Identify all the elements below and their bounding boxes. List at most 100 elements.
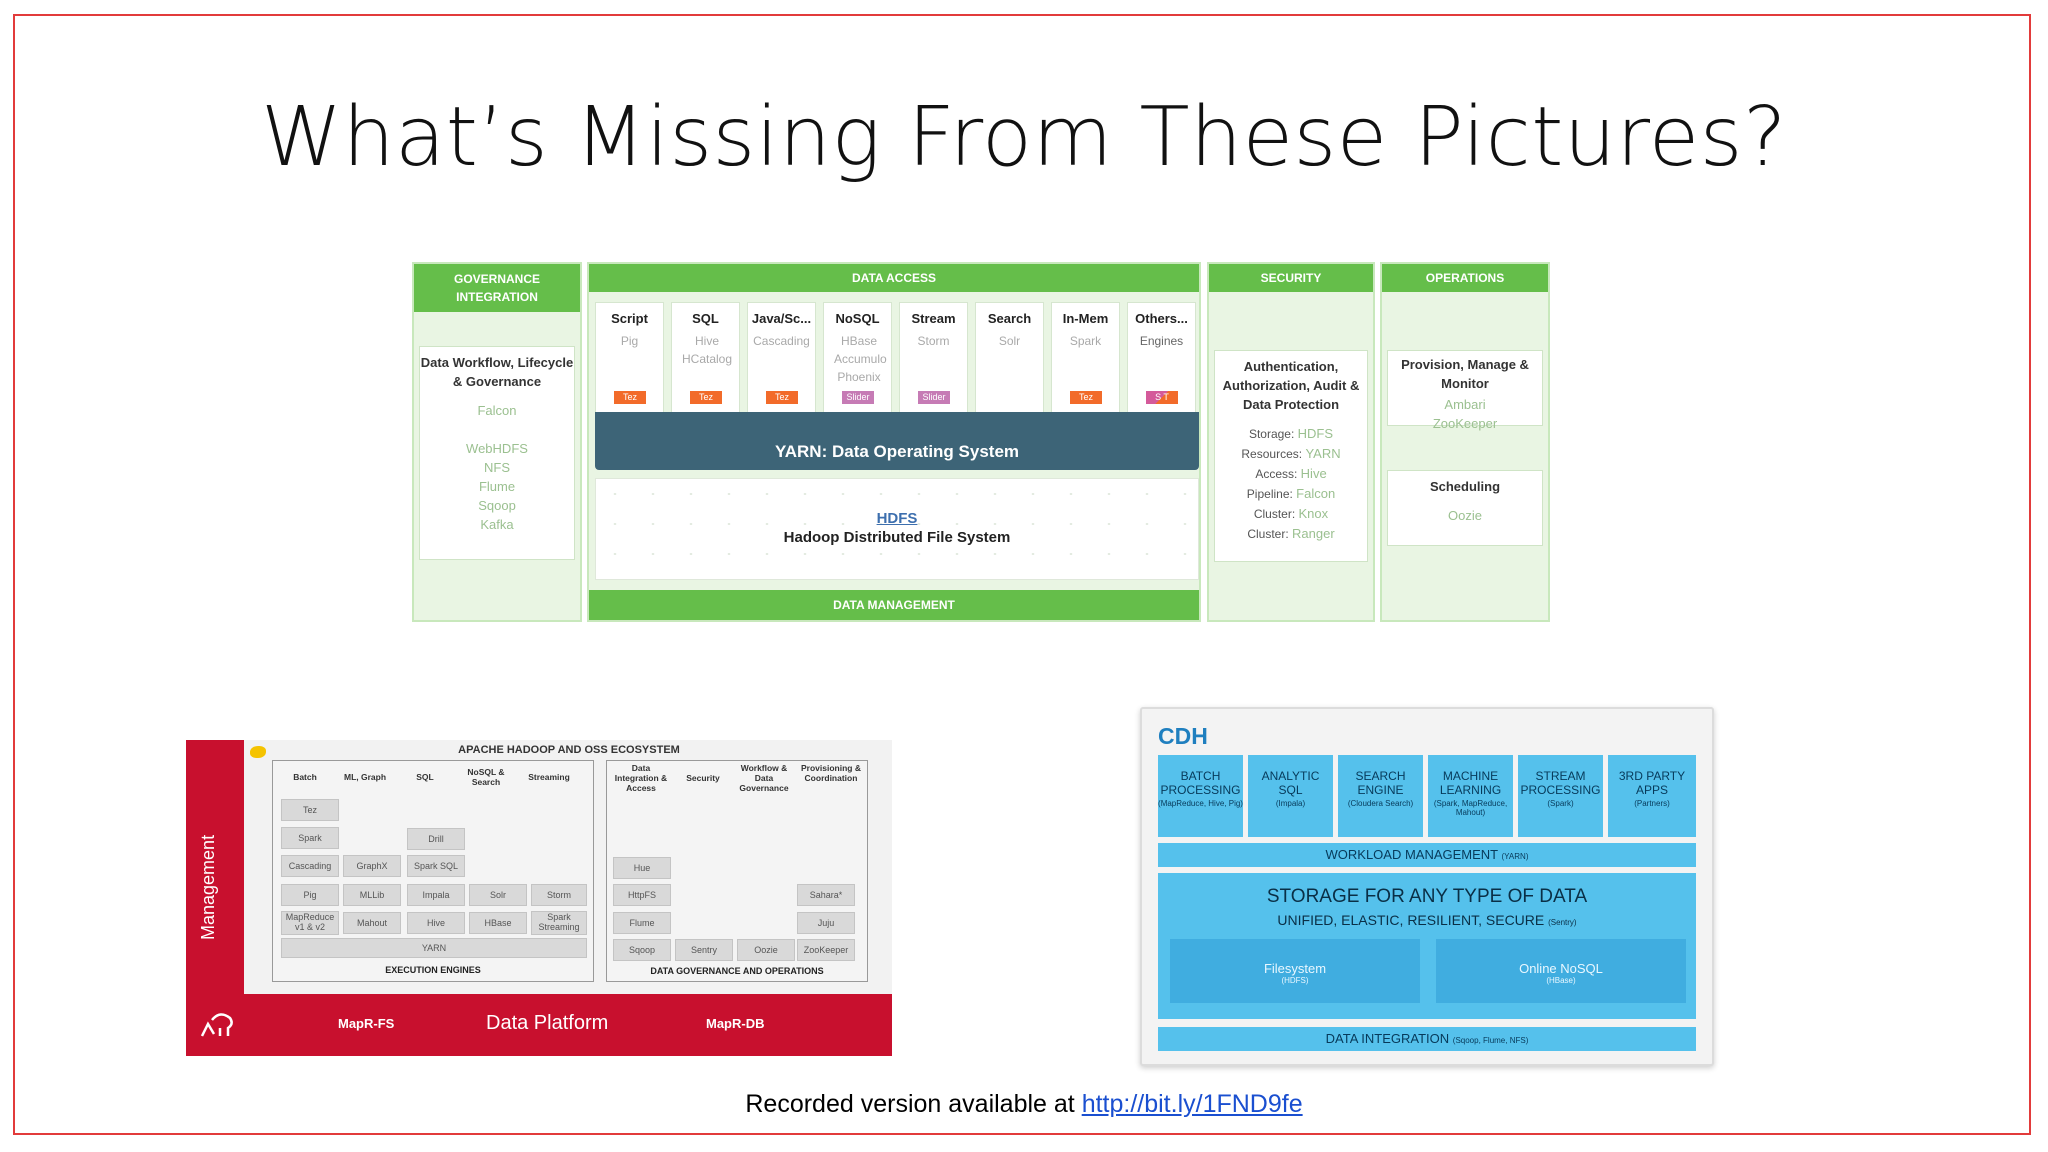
operations-column: OPERATIONS Provision, Manage & Monitor A… <box>1380 262 1550 622</box>
storm-cell: Storm <box>531 884 587 906</box>
mapreduce-cell: MapReduce v1 & v2 <box>281 911 339 935</box>
engine-nosql: NoSQL HBase Accumulo Phoenix Slider <box>823 302 892 417</box>
gov-footer: DATA GOVERNANCE AND OPERATIONS <box>650 966 824 976</box>
flume-cell: Flume <box>613 912 671 934</box>
governance-ops-box: Data Integration & Access Security Workf… <box>606 760 868 982</box>
tez-cell: Tez <box>281 799 339 821</box>
slide-border <box>13 14 2031 1135</box>
hive-cell: Hive <box>407 912 465 934</box>
governance-tool: WebHDFS <box>466 441 528 456</box>
gov-header: Provisioning & Coordination <box>801 763 861 783</box>
engine-sub: Cascading <box>753 334 810 348</box>
workload-sub: (YARN) <box>1501 852 1529 861</box>
engine-title: Search <box>987 311 1032 326</box>
engine-title: NoSQL <box>835 311 880 326</box>
sparksql-cell: Spark SQL <box>407 855 465 877</box>
slider-tag: Slider <box>842 391 874 404</box>
governance-tool: NFS <box>484 460 510 475</box>
mllib-cell: MLLib <box>343 884 401 906</box>
httpfs-cell: HttpFS <box>613 884 671 906</box>
zookeeper-cell: ZooKeeper <box>797 939 855 961</box>
operations-header: OPERATIONS <box>1382 264 1548 292</box>
drill-cell: Drill <box>407 828 465 850</box>
security-card-title: Authentication, Authorization, Audit & D… <box>1222 359 1360 412</box>
gov-header: Security <box>686 773 720 783</box>
workload-label: WORKLOAD MANAGEMENT <box>1325 847 1498 862</box>
juju-cell: Juju <box>797 912 855 934</box>
recording-link[interactable]: http://bit.ly/1FND9fe <box>1081 1090 1303 1118</box>
engine-sub: Storm <box>917 334 950 348</box>
exec-footer: EXECUTION ENGINES <box>385 965 481 975</box>
sparkstreaming-cell: Spark Streaming <box>531 911 587 935</box>
cdh-box-search: SEARCH ENGINE (Cloudera Search) <box>1338 755 1423 837</box>
cdh-box-name: BATCH PROCESSING <box>1160 769 1241 797</box>
exec-header: Streaming <box>528 772 570 782</box>
mapr-platform-bar: MapR-FS Data Platform MapR-DB <box>186 994 892 1056</box>
governance-column: GOVERNANCE INTEGRATION Data Workflow, Li… <box>412 262 582 622</box>
engine-sub: Hive HCatalog <box>682 334 733 366</box>
engine-title: Stream <box>911 311 956 326</box>
engine-stream: Stream Storm Slider <box>899 302 968 417</box>
cdh-box-3rdparty: 3RD PARTY APPS (Partners) <box>1608 755 1696 837</box>
hdfs-link[interactable]: HDFS <box>876 510 918 527</box>
cdh-box-desc: (MapReduce, Hive, Pig) <box>1158 799 1243 808</box>
cdh-box-desc: (Spark) <box>1547 799 1574 808</box>
governance-tool-list: Falcon WebHDFS NFS Flume Sqoop Kafka <box>420 401 574 534</box>
security-row: Cluster: Knox <box>1253 506 1329 521</box>
workload-management-bar: WORKLOAD MANAGEMENT (YARN) <box>1158 843 1696 867</box>
security-row: Pipeline: Falcon <box>1246 486 1336 501</box>
st-tag: S T <box>1146 391 1178 404</box>
cdh-box-name: 3RD PARTY APPS <box>1618 769 1686 797</box>
governance-tool: Kafka <box>480 517 514 532</box>
engine-inmem: In-Mem Spark Tez <box>1051 302 1120 417</box>
governance-header: GOVERNANCE INTEGRATION <box>414 264 580 312</box>
tez-tag: Tez <box>1070 391 1102 404</box>
cdh-box-desc: (Spark, MapReduce, Mahout) <box>1433 799 1508 817</box>
hue-cell: Hue <box>613 857 671 879</box>
sqoop-cell: Sqoop <box>613 939 671 961</box>
filesystem-box: Filesystem (HDFS) <box>1170 939 1420 1003</box>
governance-card-title: Data Workflow, Lifecycle & Governance <box>420 355 574 389</box>
impala-cell: Impala <box>407 884 465 906</box>
yarn-cell: YARN <box>281 938 587 958</box>
data-access-header: DATA ACCESS <box>589 264 1199 292</box>
slide-title: What’s Missing From These Pictures? <box>260 90 1787 185</box>
cdh-box-name: ANALYTIC SQL <box>1261 769 1320 797</box>
management-label: Management <box>198 834 218 940</box>
operations-tool: Ambari <box>1444 397 1486 412</box>
governance-spacer <box>420 420 574 439</box>
filesystem-label: Filesystem <box>1263 961 1327 976</box>
footer-text: Recorded version available at <box>745 1090 1082 1118</box>
exec-header: SQL <box>416 772 434 782</box>
cdh-box-name: MACHINE LEARNING <box>1439 769 1502 797</box>
hadoop-elephant-icon <box>250 746 266 758</box>
engine-sub: Pig <box>620 334 639 348</box>
engine-sub: HBase Accumulo Phoenix <box>834 334 887 384</box>
engine-script: Script Pig Tez <box>595 302 664 417</box>
gov-header: Workflow & Data Governance <box>739 763 789 793</box>
engine-title: Script <box>611 311 648 326</box>
integration-sub: (Sqoop, Flume, NFS) <box>1452 1036 1529 1045</box>
cdh-title: CDH <box>1158 723 1208 749</box>
operations-card-title: Provision, Manage & Monitor <box>1401 357 1529 391</box>
nosql-label: Online NoSQL <box>1519 961 1603 976</box>
engine-others: Others... Engines S T <box>1127 302 1196 417</box>
footer: Recorded version available at http://bit… <box>0 1090 2048 1119</box>
governance-tool: Flume <box>478 479 516 494</box>
solr-cell: Solr <box>469 884 527 906</box>
slider-tag: Slider <box>918 391 950 404</box>
cascading-cell: Cascading <box>281 855 339 877</box>
hdfs-label: Hadoop Distributed File System <box>783 529 1011 546</box>
tez-tag: Tez <box>690 391 722 404</box>
cdh-box-desc: (Impala) <box>1275 799 1306 808</box>
operations-card-title: Scheduling <box>1429 479 1501 494</box>
cdh-diagram: CDH BATCH PROCESSING (MapReduce, Hive, P… <box>1140 707 1714 1066</box>
storage-sub: UNIFIED, ELASTIC, RESILIENT, SECURE (Sen… <box>1277 912 1577 928</box>
engine-search: Search Solr <box>975 302 1044 417</box>
security-list: Storage: HDFS Resources: YARN Access: Hi… <box>1215 424 1367 544</box>
mapr-logo-icon <box>198 1008 234 1038</box>
tez-tag: Tez <box>614 391 646 404</box>
mapr-diagram: Management APACHE HADOOP AND OSS ECOSYST… <box>186 740 892 1056</box>
data-platform-label: Data Platform <box>486 1012 609 1034</box>
storage-title: STORAGE FOR ANY TYPE OF DATA <box>1266 886 1588 907</box>
